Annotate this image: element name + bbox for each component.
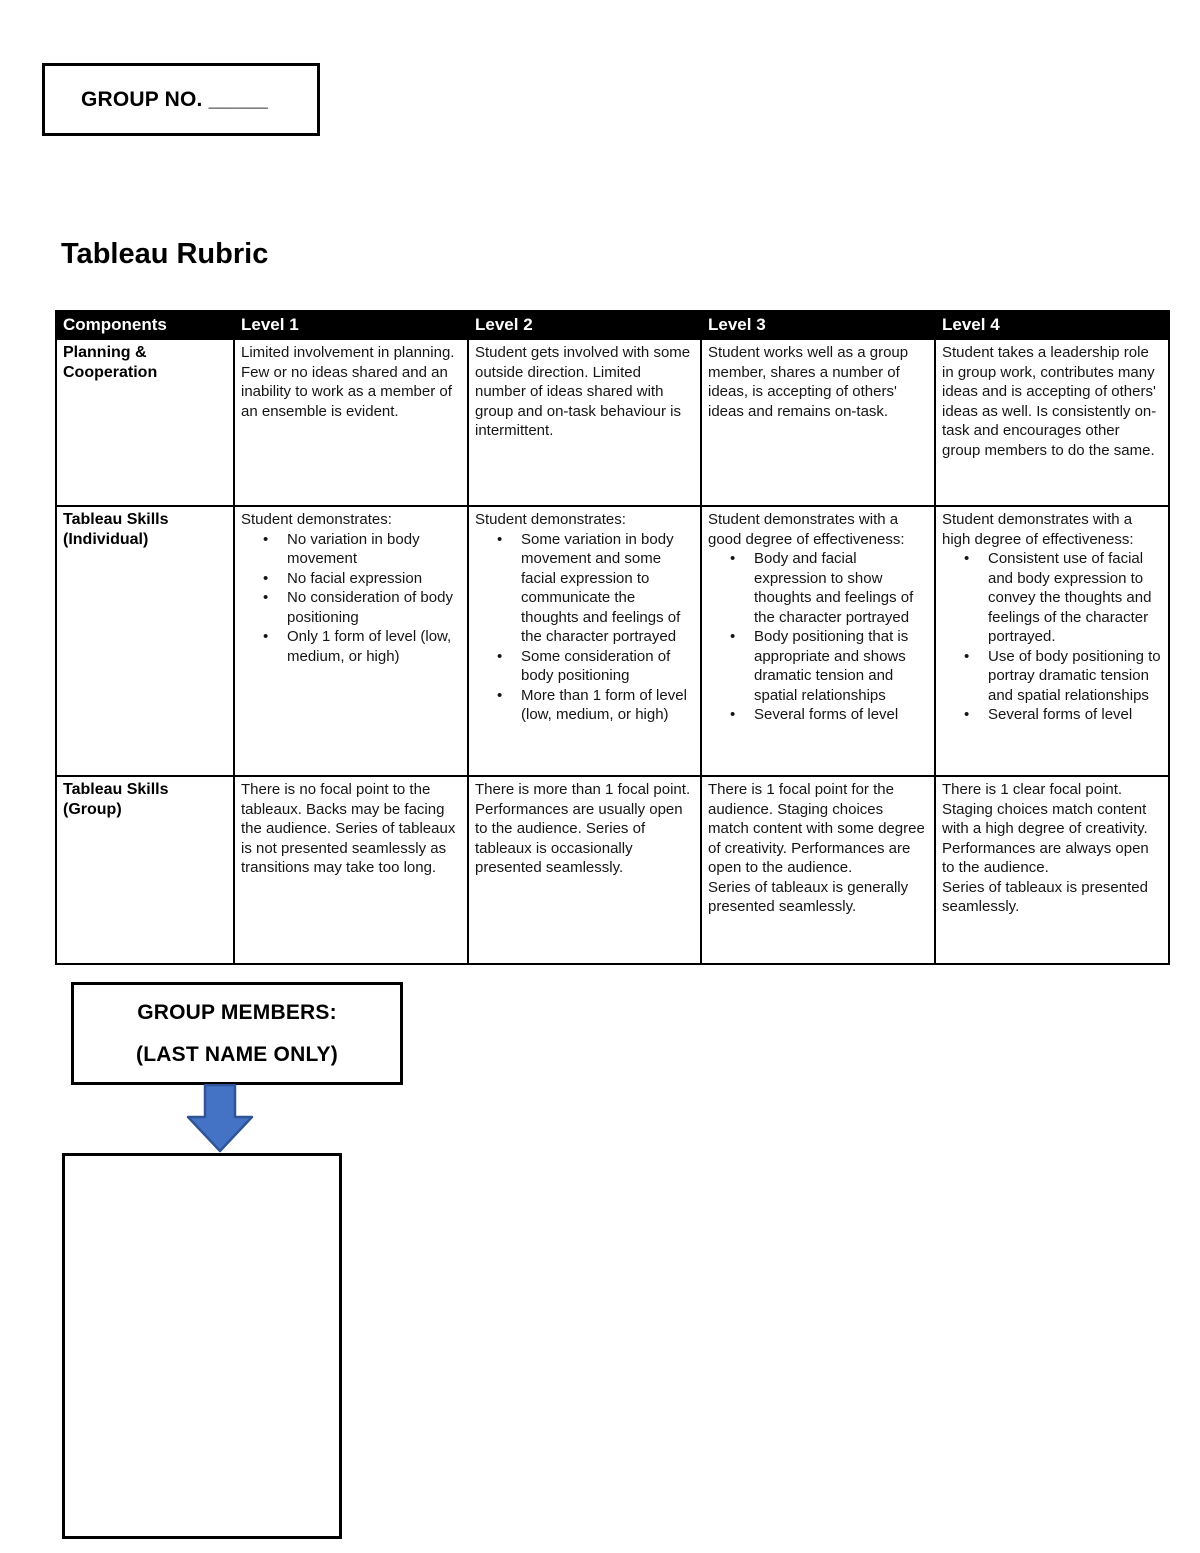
header-level-4: Level 4 [934,310,1170,340]
planning-level-4-cell: Student takes a leadership role in group… [934,338,1170,507]
bullet-item: More than 1 form of level (low, medium, … [475,686,694,725]
individual-level-2-cell: Student demonstrates: Some variation in … [467,505,702,777]
individual-level-4-cell: Student demonstrates with a high degree … [934,505,1170,777]
bullet-item: Several forms of level [708,705,928,725]
group-number-label: GROUP NO. _____ [81,87,269,111]
header-components: Components [55,310,235,340]
individual-level-1-cell: Student demonstrates: No variation in bo… [233,505,469,777]
last-name-only-label: (LAST NAME ONLY) [136,1042,338,1066]
bullet-item: No consideration of body positioning [241,588,461,627]
group-level-1-cell: There is no focal point to the tableaux.… [233,775,469,965]
bullet-item: Body positioning that is appropriate and… [708,627,928,705]
cell-bullet-list: Some variation in body movement and some… [475,530,694,725]
group-number-box: GROUP NO. _____ [42,63,320,136]
group-members-label: GROUP MEMBERS: [137,1000,337,1024]
individual-level-3-cell: Student demonstrates with a good degree … [700,505,936,777]
table-row-tableau-skills-individual: Tableau Skills (Individual) Student demo… [55,505,1170,777]
planning-level-2-cell: Student gets involved with some outside … [467,338,702,507]
cell-intro: Student demonstrates with a good degree … [708,511,905,548]
group-level-2-cell: There is more than 1 focal point. Perfor… [467,775,702,965]
planning-level-1-cell: Limited involvement in planning. Few or … [233,338,469,507]
header-level-2: Level 2 [467,310,702,340]
bullet-item: No variation in body movement [241,530,461,569]
bullet-item: Several forms of level [942,705,1162,725]
cell-bullet-list: No variation in body movement No facial … [241,530,461,667]
cell-bullet-list: Body and facial expression to show thoug… [708,549,928,725]
component-tableau-skills-individual: Tableau Skills (Individual) [55,505,235,777]
table-header-row: Components Level 1 Level 2 Level 3 Level… [55,310,1170,340]
cell-intro: Student demonstrates with a high degree … [942,511,1134,548]
bullet-item: Body and facial expression to show thoug… [708,549,928,627]
planning-level-3-cell: Student works well as a group member, sh… [700,338,936,507]
table-row-tableau-skills-group: Tableau Skills (Group) There is no focal… [55,775,1170,965]
header-level-3: Level 3 [700,310,936,340]
bullet-item: Some consideration of body positioning [475,647,694,686]
cell-bullet-list: Consistent use of facial and body expres… [942,549,1162,725]
down-arrow-icon [186,1084,254,1153]
cell-intro: Student demonstrates: [241,511,392,528]
group-level-4-cell: There is 1 clear focal point. Staging ch… [934,775,1170,965]
cell-intro: Student demonstrates: [475,511,626,528]
bullet-item: Some variation in body movement and some… [475,530,694,647]
page-title: Tableau Rubric [61,238,269,270]
component-tableau-skills-group: Tableau Skills (Group) [55,775,235,965]
bullet-item: Consistent use of facial and body expres… [942,549,1162,647]
group-members-box: GROUP MEMBERS: (LAST NAME ONLY) [71,982,403,1085]
header-level-1: Level 1 [233,310,469,340]
group-members-entry-box [62,1153,342,1539]
group-level-3-cell: There is 1 focal point for the audience.… [700,775,936,965]
table-row-planning-cooperation: Planning & Cooperation Limited involveme… [55,338,1170,507]
component-planning-cooperation: Planning & Cooperation [55,338,235,507]
bullet-item: Use of body positioning to portray drama… [942,647,1162,706]
bullet-item: Only 1 form of level (low, medium, or hi… [241,627,461,666]
bullet-item: No facial expression [241,569,461,589]
rubric-table: Components Level 1 Level 2 Level 3 Level… [55,310,1170,965]
